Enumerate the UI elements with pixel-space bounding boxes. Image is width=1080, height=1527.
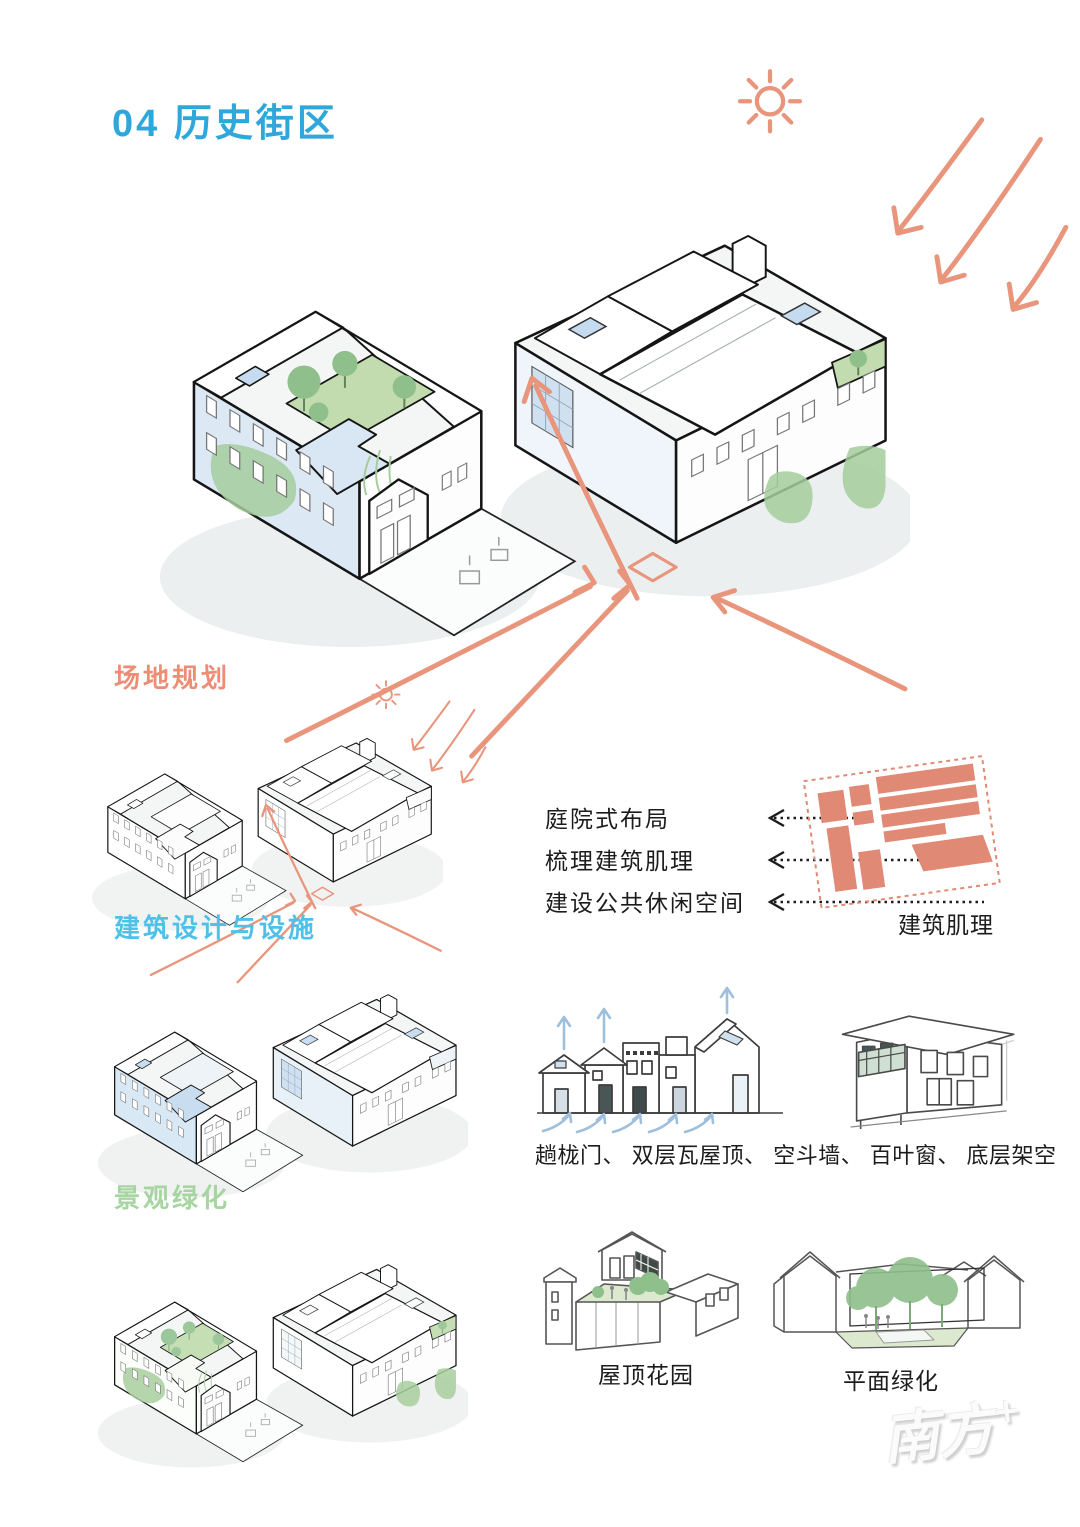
section-label-architecture: 建筑设计与设施: [114, 913, 318, 943]
dotted-leader-arrows-icon: [767, 808, 992, 912]
building-texture-plan: [802, 755, 1001, 909]
building-texture-label: 建筑肌理: [898, 912, 994, 938]
roof-garden-caption: 屋顶花园: [598, 1362, 694, 1388]
house-axonometric-drawing: [841, 1015, 1015, 1129]
roof-garden-drawing: [543, 1231, 739, 1351]
wind-arrows-icon: [410, 700, 487, 784]
courtyard-greening-drawing: [773, 1251, 1025, 1349]
historic-block-lineart: [91, 737, 443, 932]
annotation-building-texture: 梳理建筑肌理: [545, 848, 695, 874]
landscape-axonometric-drawing: [97, 1264, 468, 1469]
page-title: 04 历史街区: [112, 103, 338, 145]
section-label-landscape: 景观绿化: [114, 1183, 231, 1213]
annotation-public-space: 建设公共休闲空间: [545, 890, 745, 916]
nanfang-plus-watermark: 南方+: [878, 1381, 1026, 1476]
sun-icon: [740, 71, 800, 131]
street-elevation-drawing: [535, 986, 785, 1134]
sun-icon: [371, 680, 401, 710]
watermark-plus-sign: +: [990, 1389, 1024, 1433]
annotation-courtyard-layout: 庭院式布局: [545, 806, 670, 832]
architecture-caption: 趟栊门、 双层瓦屋顶、 空斗墙、 百叶窗、 底层架空: [535, 1143, 1057, 1168]
main-axonometric-drawing: [158, 50, 1080, 765]
section-label-site-planning: 场地规划: [114, 663, 231, 693]
wind-arrows-icon: [894, 120, 1066, 310]
historic-block-illustration: [158, 234, 910, 649]
watermark-text: 南方: [879, 1395, 998, 1474]
plane-greening-caption: 平面绿化: [843, 1368, 939, 1394]
